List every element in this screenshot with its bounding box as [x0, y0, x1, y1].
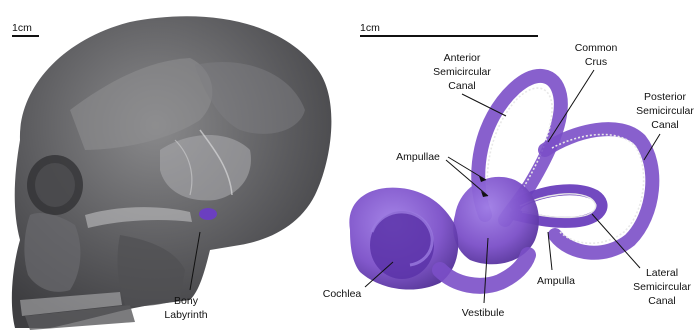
posterior-label-line2: Semicircular [636, 105, 694, 117]
ampullae-label: Ampullae [396, 151, 440, 163]
vestibule-label: Vestibule [462, 307, 505, 319]
skull-image [12, 16, 332, 330]
cochlea-label: Cochlea [323, 288, 362, 300]
right-panel: 1cm Anterior S [323, 22, 695, 319]
bony-labyrinth-label-line2: Labyrinth [164, 309, 207, 321]
anterior-label-line1: Anterior [444, 52, 481, 64]
right-scale-bar: 1cm [360, 22, 538, 36]
lateral-label-line3: Canal [648, 295, 675, 307]
posterior-label-line1: Posterior [644, 91, 687, 103]
anterior-label-line3: Canal [448, 80, 475, 92]
anterior-label-line2: Semicircular [433, 66, 491, 78]
left-panel: 1cm [12, 16, 332, 330]
bony-labyrinth-spot [199, 208, 217, 220]
left-scale-bar-label: 1cm [12, 22, 32, 34]
labyrinth-model [349, 76, 652, 290]
common-crus-label-line2: Crus [585, 56, 607, 68]
lateral-label-line1: Lateral [646, 267, 678, 279]
bony-labyrinth-label-line1: Bony [174, 295, 199, 307]
ampulla-label: Ampulla [537, 275, 575, 287]
common-crus-label-line1: Common [575, 42, 618, 54]
posterior-label-line3: Canal [651, 119, 678, 131]
lateral-label-line2: Semicircular [633, 281, 691, 293]
right-scale-bar-label: 1cm [360, 22, 380, 34]
left-scale-bar: 1cm [12, 22, 39, 36]
